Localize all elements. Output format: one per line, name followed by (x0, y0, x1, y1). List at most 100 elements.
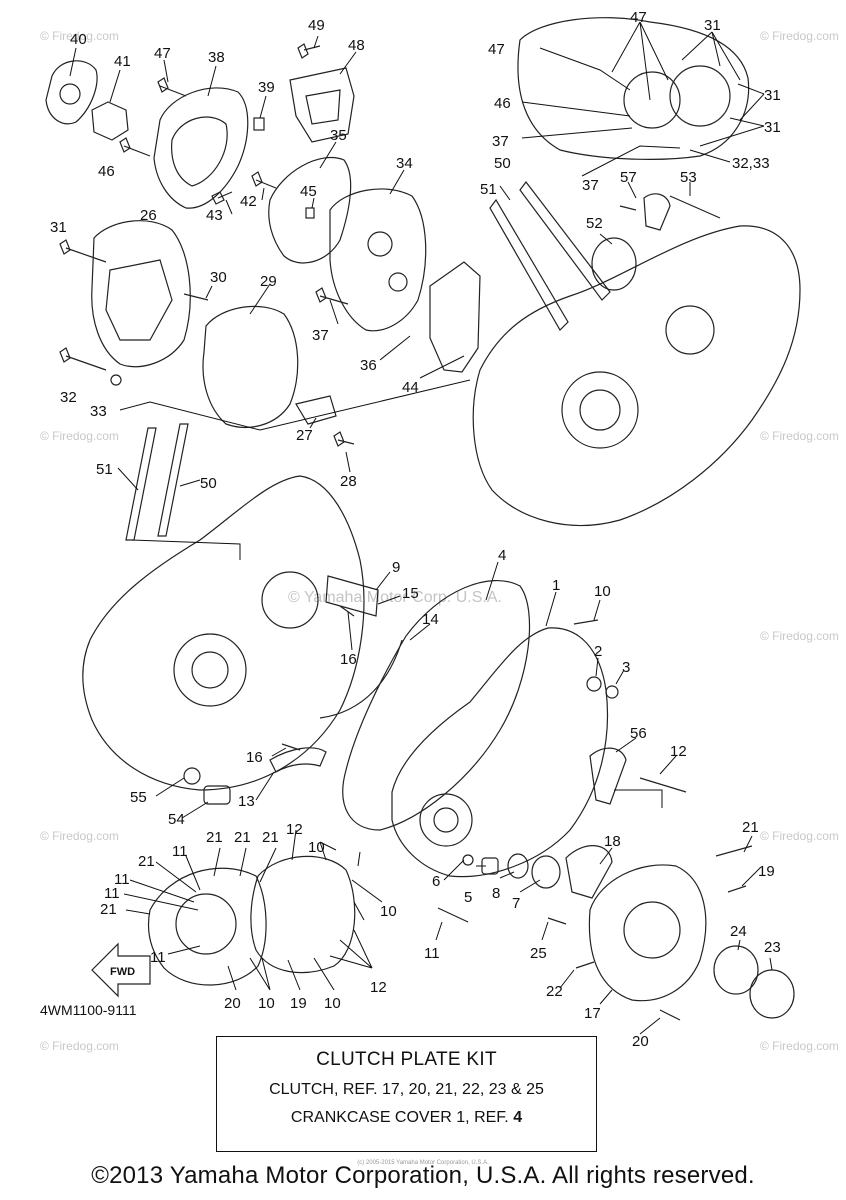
clutch-cover (147, 867, 267, 986)
fwd-arrow-icon (91, 942, 151, 998)
pushrod (519, 181, 611, 301)
callout: 33 (90, 403, 107, 420)
kit-title: CLUTCH PLATE KIT (316, 1049, 497, 1070)
callout: 45 (300, 183, 317, 200)
callout: 12 (670, 743, 687, 760)
watermark: © Firedog.com (760, 429, 839, 443)
collar (586, 676, 602, 692)
generator-cover (153, 87, 249, 209)
callout: 21 (206, 829, 223, 846)
upper-right-assembly (472, 17, 801, 526)
oil-pipe (319, 639, 403, 719)
callout: 15 (402, 585, 419, 602)
washer (110, 374, 122, 386)
cam-cover-boss (388, 272, 408, 292)
o-ring (605, 685, 619, 699)
watermarks: © Firedog.com © Firedog.com © Firedog.co… (40, 29, 839, 1053)
callout: 11 (424, 945, 440, 962)
clutch-side-cover (588, 864, 707, 1002)
callout: 30 (210, 269, 227, 286)
callout: 11 (150, 949, 166, 966)
dowel-pin (305, 207, 315, 219)
timing-cover-gasket (202, 305, 299, 428)
callout: 35 (330, 127, 347, 144)
callout: 36 (360, 357, 377, 374)
callout: 4 (498, 547, 506, 564)
callout: 39 (258, 79, 275, 96)
watermark: © Firedog.com (40, 829, 119, 843)
callout: 50 (494, 155, 511, 172)
callout: 11 (104, 885, 120, 902)
callout: 10 (324, 995, 341, 1012)
cam-cover-gasket (268, 156, 352, 264)
callout: 51 (96, 461, 113, 478)
callout: 10 (308, 839, 325, 856)
callout: 32,33 (732, 155, 770, 172)
callout: 19 (758, 863, 775, 880)
kit-line-crankcase: CRANKCASE COVER 1, REF. 4 (217, 1109, 596, 1127)
bracket (643, 193, 671, 231)
crankcase-cover-assembly (342, 579, 687, 923)
clutch-cover-window (175, 893, 237, 955)
callout: 21 (234, 829, 251, 846)
callout: 37 (312, 327, 329, 344)
callout: 10 (594, 583, 611, 600)
callout: 10 (258, 995, 275, 1012)
callout: 41 (114, 53, 131, 70)
callout: 18 (604, 833, 621, 850)
cover-plug (713, 945, 759, 995)
watermark: © Firedog.com (760, 629, 839, 643)
bolt (157, 77, 187, 97)
bolt (573, 619, 599, 625)
callout: 38 (208, 49, 225, 66)
callout: 47 (488, 41, 505, 58)
callout: 21 (100, 901, 117, 918)
crankcase-cover-gasket (342, 579, 531, 831)
callout: 20 (224, 995, 241, 1012)
callout: 13 (238, 793, 255, 810)
bolt (639, 777, 687, 793)
cam-cover (329, 188, 427, 332)
filler-cap (531, 855, 561, 889)
kit-line-clutch: CLUTCH, REF. 17, 20, 21, 22, 23 & 25 (269, 1081, 544, 1098)
oil-strainer (325, 575, 379, 617)
callout: 46 (494, 95, 511, 112)
callout: 44 (402, 379, 419, 396)
watermark: © Firedog.com (760, 29, 839, 43)
cover-boss-inner (433, 807, 459, 833)
callout: 16 (340, 651, 357, 668)
crank-bore-inner (191, 651, 229, 689)
callout: 3 (622, 659, 630, 676)
callout: 11 (172, 843, 188, 860)
callout: 29 (260, 273, 277, 290)
bolt (59, 347, 107, 371)
callout: 31 (704, 17, 721, 34)
rotor-hub (59, 83, 81, 105)
o-ring (591, 237, 637, 291)
watermark: © Firedog.com (760, 829, 839, 843)
callout: 21 (138, 853, 155, 870)
cover-window (623, 71, 681, 129)
callout: 48 (348, 37, 365, 54)
crankcase-right (472, 225, 801, 526)
bolt (281, 743, 301, 751)
callout: 55 (130, 789, 147, 806)
callout: 47 (630, 9, 647, 26)
fwd-label: FWD (110, 966, 135, 978)
bolt (619, 205, 637, 211)
leader-lines (69, 21, 773, 1035)
callout: 42 (240, 193, 257, 210)
upper-left-assembly (45, 43, 481, 373)
crankcase-cover-1 (391, 627, 609, 878)
breather-cover (289, 67, 355, 143)
o-ring (507, 853, 529, 879)
callout: 56 (630, 725, 647, 742)
watermark: © Firedog.com (40, 1039, 119, 1053)
diagram-code: 4WM1100-9111 (40, 1002, 137, 1018)
bolt (437, 907, 469, 923)
callout: 8 (492, 885, 500, 902)
tiny-copyright: (c) 2005-2015 Yamaha Motor Corporation, … (357, 1160, 489, 1166)
callout: 23 (764, 939, 781, 956)
callout: 31 (764, 119, 781, 136)
